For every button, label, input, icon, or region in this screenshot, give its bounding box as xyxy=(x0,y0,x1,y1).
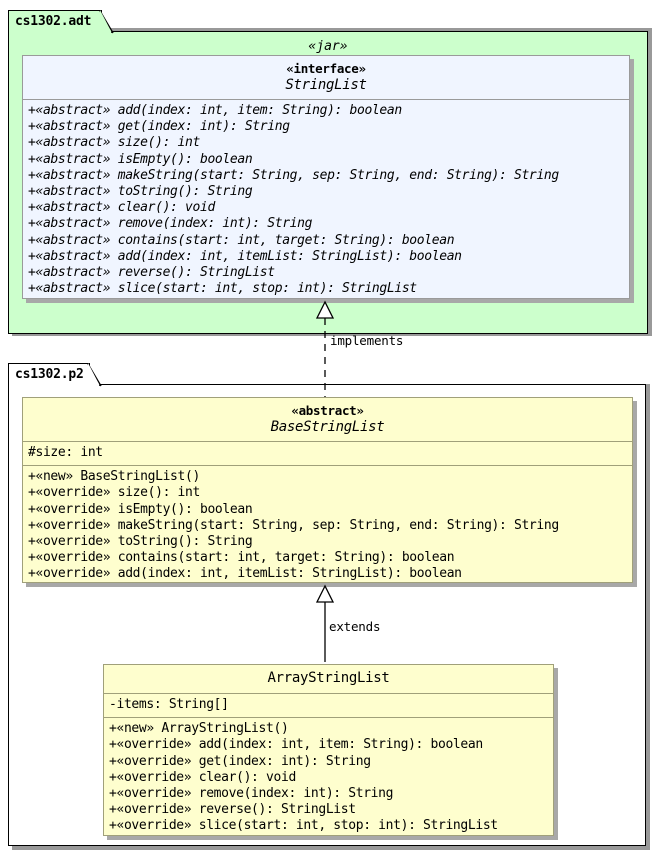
interface-method: +«abstract» get(index: int): String xyxy=(28,119,290,135)
base-class-sep-2 xyxy=(23,465,632,467)
base-class-method: +«new» BaseStringList() xyxy=(28,469,200,485)
base-class-method: +«override» isEmpty(): boolean xyxy=(28,501,253,517)
interface-method: +«abstract» makeString(start: String, se… xyxy=(28,167,559,183)
extends-label: extends xyxy=(329,619,381,634)
interface-method: +«abstract» remove(index: int): String xyxy=(28,216,313,232)
interface-method: +«abstract» clear(): void xyxy=(28,200,215,216)
interface-method: +«abstract» isEmpty(): boolean xyxy=(28,151,253,167)
concrete-class-method: +«override» slice(start: int, stop: int)… xyxy=(109,818,498,834)
interface-method: +«abstract» contains(start: int, target:… xyxy=(28,232,455,248)
interface-method: +«abstract» add(index: int, item: String… xyxy=(28,103,402,118)
interface-method: +«abstract» reverse(): StringList xyxy=(28,265,275,281)
concrete-class-name: ArrayStringList xyxy=(267,670,390,686)
package-adt-name: cs1302.adt xyxy=(15,14,92,29)
interface-stereotype: «interface» xyxy=(286,61,366,76)
concrete-class-method: +«override» add(index: int, item: String… xyxy=(109,737,483,753)
base-class-methods-compartment: +«new» BaseStringList() +«override» size… xyxy=(23,466,632,586)
package-adt-tab[interactable]: cs1302.adt xyxy=(8,10,114,34)
class-basestringlist[interactable]: «abstract» BaseStringList #size: int +«n… xyxy=(22,397,633,583)
package-p2-tab[interactable]: cs1302.p2 xyxy=(8,363,102,387)
extends-edge xyxy=(315,584,335,662)
interface-stringlist-header: «interface» StringList xyxy=(23,56,629,99)
interface-stringlist[interactable]: «interface» StringList +«abstract» add(i… xyxy=(22,55,630,299)
concrete-class-method: +«new» ArrayStringList() xyxy=(109,721,289,737)
interface-method: +«abstract» size(): int xyxy=(28,135,200,151)
base-class-method: +«override» contains(start: int, target:… xyxy=(28,550,455,566)
package-p2-tab-corner xyxy=(87,363,102,387)
concrete-class-method: +«override» remove(index: int): String xyxy=(109,786,394,802)
package-p2-name: cs1302.p2 xyxy=(15,367,84,382)
concrete-class-method: +«override» reverse(): StringList xyxy=(109,802,356,818)
jar-stereotype: «jar» xyxy=(308,39,348,54)
base-class-field: #size: int xyxy=(28,445,103,460)
base-class-method: +«override» makeString(start: String, se… xyxy=(28,517,559,533)
class-arraystringlist[interactable]: ArrayStringList -items: String[] +«new» … xyxy=(103,664,554,836)
base-class-stereotype: «abstract» xyxy=(291,403,364,418)
concrete-class-sep-2 xyxy=(104,717,553,719)
package-adt-tab-corner xyxy=(99,10,114,34)
base-class-sep-1 xyxy=(23,441,632,442)
interface-method: +«abstract» add(index: int, itemList: St… xyxy=(28,248,462,264)
concrete-class-methods-compartment: +«new» ArrayStringList() +«override» add… xyxy=(104,718,553,838)
interface-name: StringList xyxy=(285,77,367,93)
concrete-class-method: +«override» clear(): void xyxy=(109,769,296,785)
implements-label: implements xyxy=(330,333,404,348)
concrete-class-header: ArrayStringList xyxy=(104,665,553,693)
concrete-class-sep-1 xyxy=(104,693,553,694)
interface-method: +«abstract» toString(): String xyxy=(28,184,253,200)
base-class-method: +«override» add(index: int, itemList: St… xyxy=(28,566,462,582)
base-class-header: «abstract» BaseStringList xyxy=(23,398,632,441)
concrete-class-field: -items: String[] xyxy=(109,697,229,712)
interface-separator xyxy=(23,99,629,100)
implements-edge xyxy=(315,300,335,397)
package-adt-stereotype-row: «jar» xyxy=(9,32,647,59)
concrete-class-method: +«override» get(index: int): String xyxy=(109,753,371,769)
interface-method: +«abstract» slice(start: int, stop: int)… xyxy=(28,281,417,297)
base-class-method: +«override» size(): int xyxy=(28,485,200,501)
base-class-method: +«override» toString(): String xyxy=(28,534,253,550)
concrete-class-fields-compartment: -items: String[] xyxy=(104,694,553,717)
base-class-name: BaseStringList xyxy=(270,419,385,435)
interface-methods-compartment: +«abstract» add(index: int, item: String… xyxy=(23,100,629,301)
base-class-fields-compartment: #size: int xyxy=(23,442,632,465)
